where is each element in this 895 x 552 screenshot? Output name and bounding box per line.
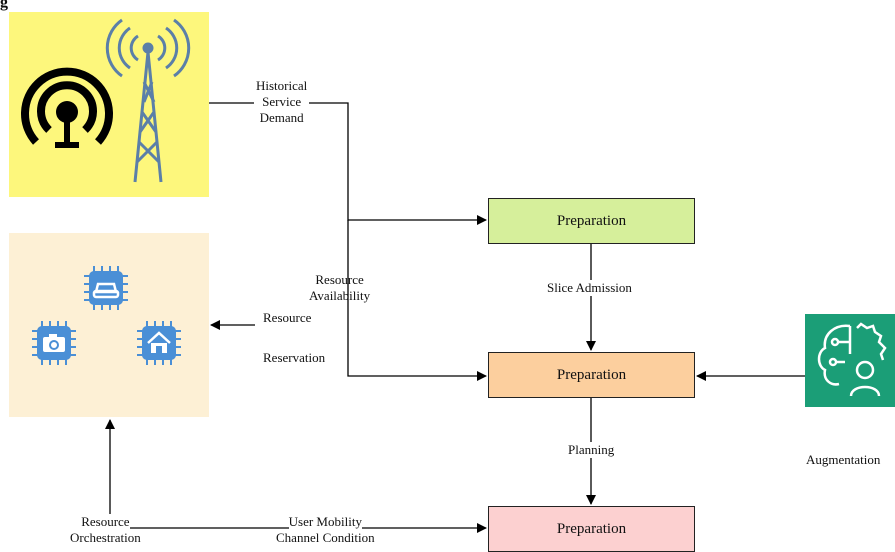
preparation-box-1: Preparation (488, 198, 695, 244)
iot-devices-illustration (31, 265, 182, 366)
augmentation-panel (805, 314, 895, 407)
historical-service-demand-label: Historical Service Demand (254, 78, 310, 126)
car-chip-icon (83, 265, 129, 311)
slice-admission-label: Slice Admission (545, 280, 634, 296)
preparation-box-3: Preparation (488, 506, 695, 552)
cell-tower-icon (105, 18, 191, 183)
historical-demand-connector (209, 102, 487, 225)
devices-panel (9, 233, 209, 417)
cropped-heading-glyph: g (0, 0, 8, 11)
resource-reservation-label-bottom: Reservation (263, 350, 326, 365)
resource-availability-connector (347, 220, 487, 381)
home-chip-icon (136, 320, 182, 366)
resource-availability-label: Resource Availability (309, 272, 371, 303)
base-station-panel (9, 12, 209, 197)
base-station-illustration (21, 18, 191, 183)
resource-orchestration-label: Resource Orchestration (70, 514, 141, 545)
resource-reservation-label-top: Resource (263, 310, 312, 325)
camera-chip-icon (31, 320, 77, 366)
preparation-box-2: Preparation (488, 352, 695, 398)
user-mobility-label: User Mobility Channel Condition (276, 514, 375, 545)
planning-label: Planning (566, 442, 617, 458)
augmentation-label: Augmentation (806, 452, 881, 467)
wireless-signal-icon (21, 67, 113, 148)
ai-brain-gear-icon (817, 322, 887, 397)
